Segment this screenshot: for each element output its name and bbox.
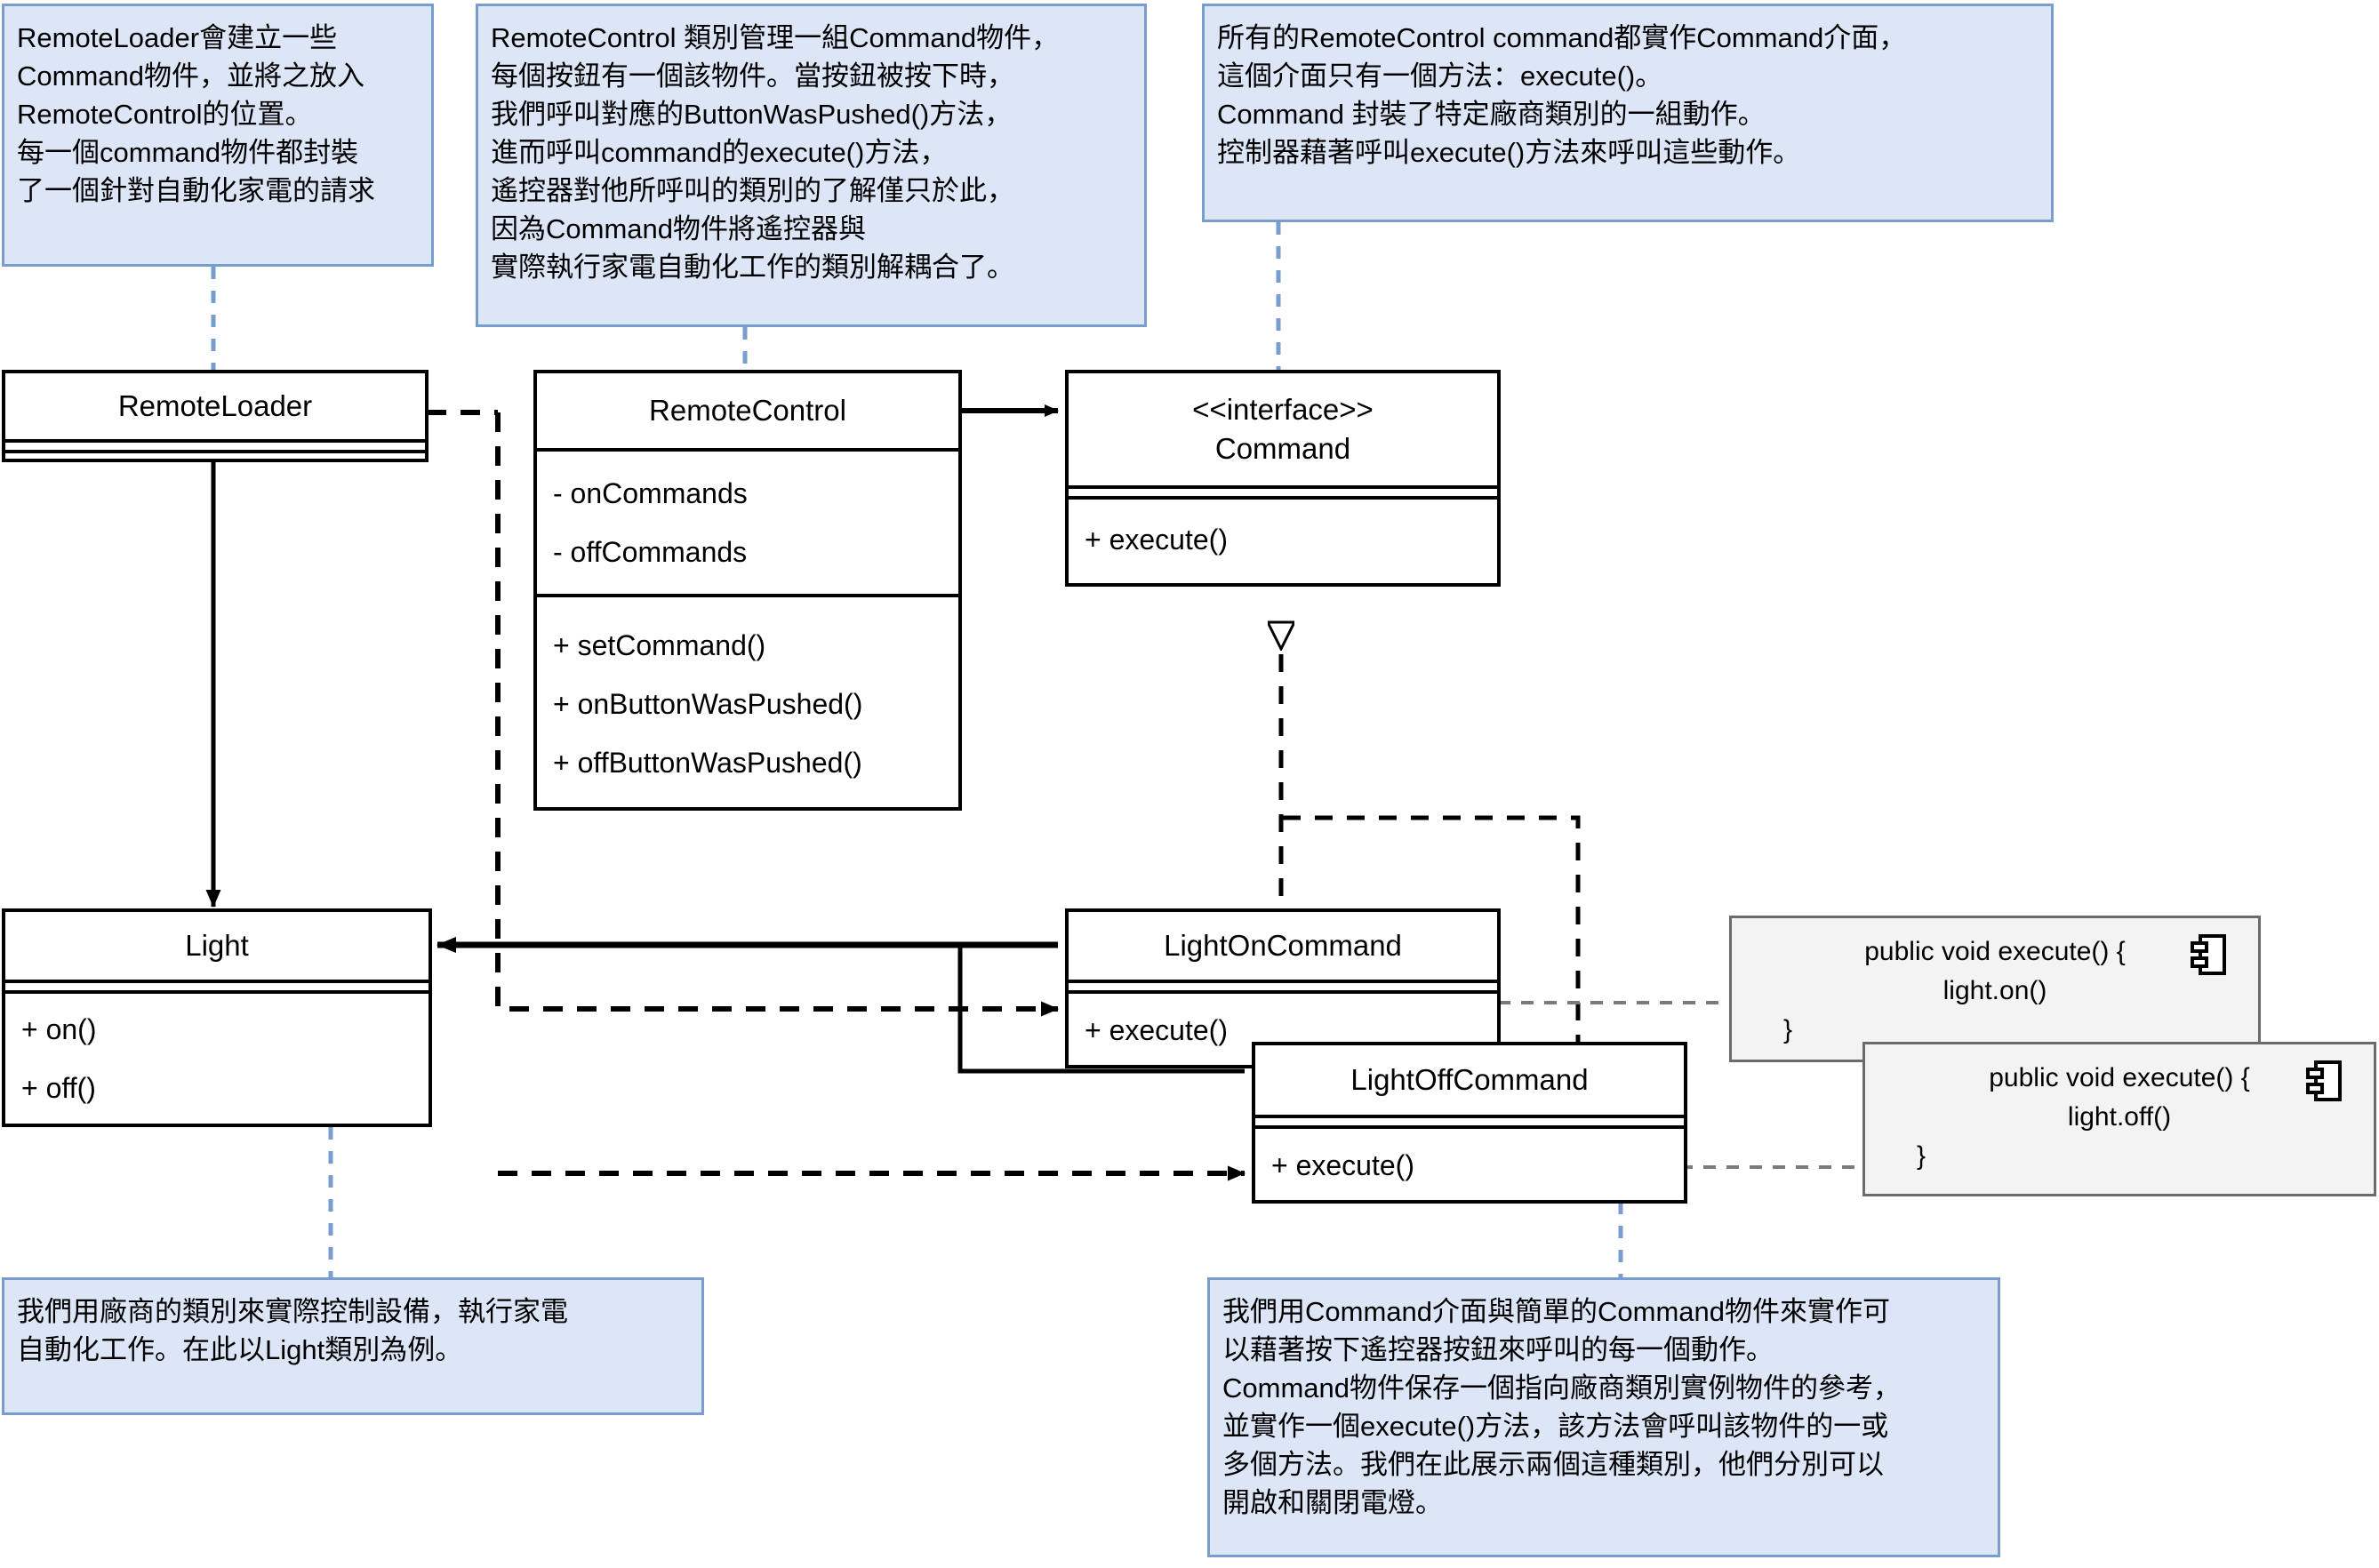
class-remote-loader-attributes <box>5 443 425 450</box>
interface-command-attributes <box>1069 489 1497 496</box>
code-line-2: light.off() <box>2067 1102 2172 1132</box>
class-remote-loader[interactable]: RemoteLoader <box>2 370 429 462</box>
interface-command-title: <<interface>> Command <box>1069 373 1497 485</box>
divider <box>1069 485 1497 489</box>
divider <box>5 450 425 453</box>
code-line-3: } <box>1783 1015 1793 1044</box>
code-line-1: public void execute() { <box>1864 937 2126 966</box>
attribute-row: - offCommands <box>553 536 748 568</box>
interface-name: Command <box>1214 432 1351 465</box>
code-line-2: light.on() <box>1942 976 2047 1005</box>
operation-row: + on() <box>21 1013 97 1045</box>
class-remote-control[interactable]: RemoteControl - onCommands - offCommands… <box>533 370 962 811</box>
class-light-attributes <box>5 983 429 990</box>
note-light-vendor: 我們用廠商的類別來實際控制設備，執行家電 自動化工作。在此以Light類別為例。 <box>2 1277 704 1415</box>
interface-command[interactable]: <<interface>> Command + execute() <box>1065 370 1501 587</box>
operation-row: + setCommand() <box>553 629 766 661</box>
class-light-on-command-attributes <box>1069 983 1497 990</box>
operation-row: + execute() <box>1271 1149 1414 1181</box>
divider <box>1255 1115 1684 1118</box>
class-remote-control-operations: + setCommand() + onButtonWasPushed() + o… <box>537 597 958 811</box>
class-light-off-command[interactable]: LightOffCommand + execute() <box>1252 1042 1687 1204</box>
component-icon <box>2306 1060 2342 1101</box>
code-line-1: public void execute() { <box>1989 1063 2250 1092</box>
note-remote-loader: RemoteLoader會建立一些 Command物件，並將之放入 Remote… <box>2 4 434 267</box>
class-light-title: Light <box>185 929 249 962</box>
operation-row: + offButtonWasPushed() <box>553 747 862 779</box>
code-note-light-off: public void execute() { light.off() } <box>1862 1042 2376 1196</box>
note-remote-control: RemoteControl 類別管理一組Command物件， 每個按鈕有一個該物… <box>476 4 1147 327</box>
class-light-on-command-title: LightOnCommand <box>1164 929 1402 962</box>
code-line-3: } <box>1917 1141 1926 1171</box>
class-light[interactable]: Light + on() + off() <box>2 908 432 1127</box>
code-note-light-on: public void execute() { light.on() } <box>1729 916 2261 1062</box>
operation-row: + execute() <box>1085 524 1228 556</box>
class-remote-control-title: RemoteControl <box>649 394 846 427</box>
note-concrete-commands: 我們用Command介面與簡單的Command物件來實作可 以藉著按下遙控器按鈕… <box>1207 1277 2000 1557</box>
interface-command-operations: + execute() <box>1069 500 1497 580</box>
interface-stereotype: <<interface>> <box>1192 393 1374 426</box>
divider <box>5 439 425 443</box>
divider <box>5 980 429 983</box>
note-command-interface: 所有的RemoteControl command都實作Command介面， 這個… <box>1202 4 2054 222</box>
class-light-off-command-attributes <box>1255 1118 1684 1125</box>
attribute-row: - onCommands <box>553 477 748 509</box>
class-light-operations: + on() + off() <box>5 994 429 1124</box>
class-remote-loader-operations <box>5 453 425 460</box>
class-light-off-command-title: LightOffCommand <box>1350 1063 1589 1096</box>
divider <box>1069 496 1497 500</box>
operation-row: + onButtonWasPushed() <box>553 688 863 720</box>
component-icon <box>2191 934 2226 975</box>
class-light-off-command-operations: + execute() <box>1255 1129 1684 1202</box>
divider <box>5 990 429 994</box>
class-remote-loader-title: RemoteLoader <box>117 389 313 422</box>
divider <box>1255 1125 1684 1129</box>
operation-row: + off() <box>21 1072 96 1104</box>
class-remote-control-attributes: - onCommands - offCommands <box>537 452 958 594</box>
